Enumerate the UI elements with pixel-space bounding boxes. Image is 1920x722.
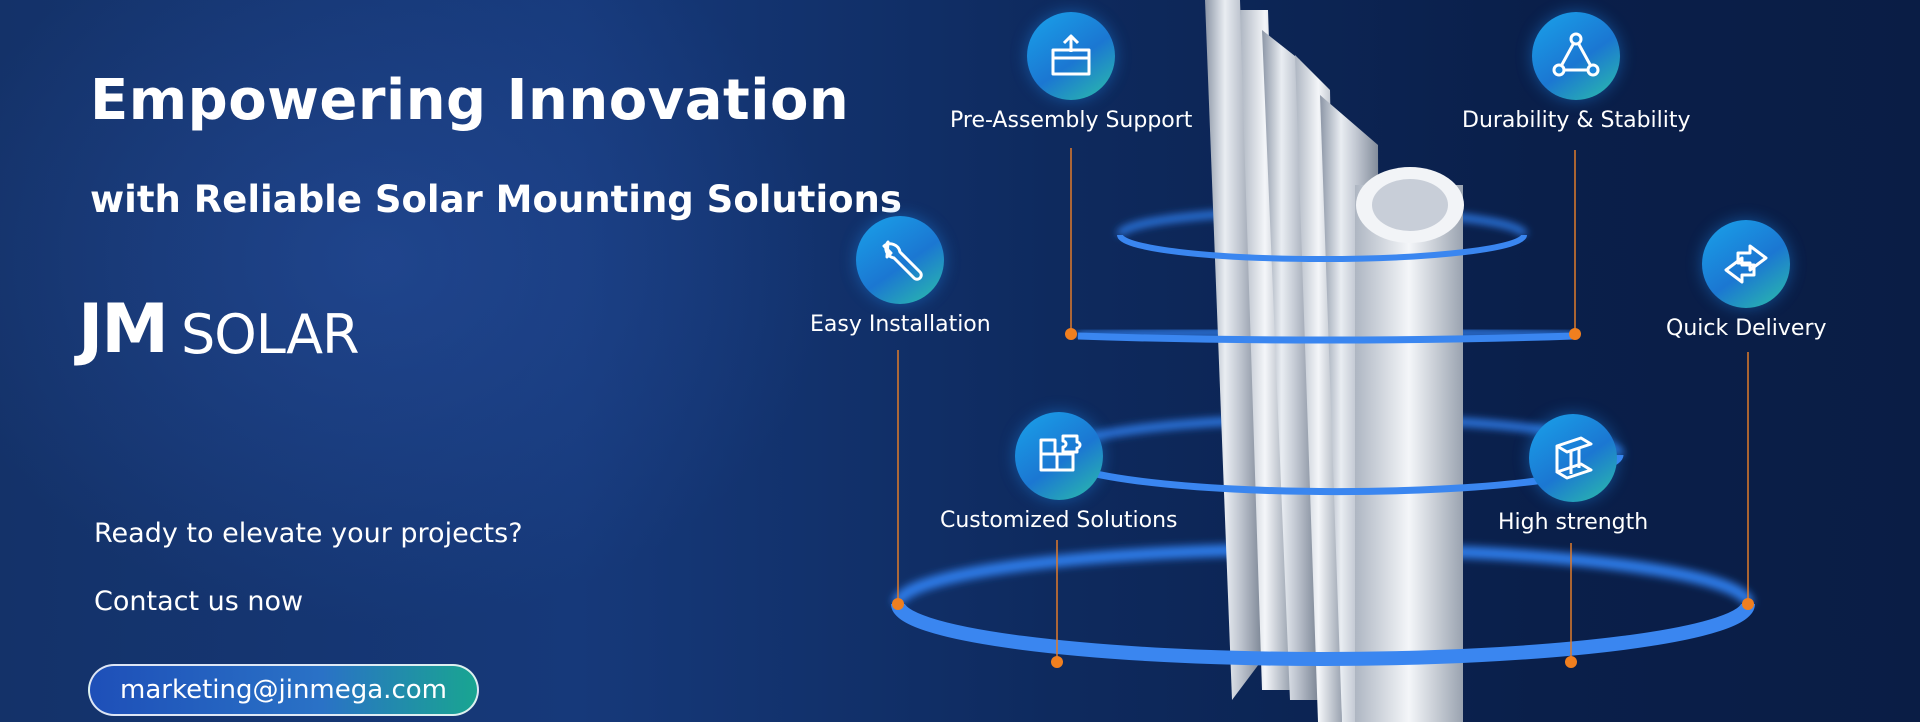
aluminum-profile (1205, 0, 1464, 722)
ring-mid-front (1077, 332, 1575, 344)
hero-title: Empowering Innovation (90, 68, 850, 133)
logo-word: SOLAR (180, 303, 360, 366)
steel-beam-icon (1529, 414, 1618, 502)
feature-easy-installation: Easy Installation (810, 216, 991, 337)
hero-subtitle: with Reliable Solar Mounting Solutions (90, 178, 902, 221)
puzzle-blocks-icon (1014, 412, 1103, 500)
connector-lines (897, 148, 1749, 662)
company-logo: JM SOLAR (78, 290, 360, 369)
feature-label: Pre-Assembly Support (950, 108, 1193, 133)
ring-top-front (1117, 234, 1527, 262)
feature-durability: Durability & Stability (1462, 12, 1691, 133)
logo-mark: JM (78, 290, 169, 369)
box-upload-icon (1027, 12, 1116, 100)
cta-question: Ready to elevate your projects? (94, 518, 523, 549)
feature-quick-delivery: Quick Delivery (1666, 220, 1827, 341)
ring-base-front (891, 603, 1755, 666)
feature-high-strength: High strength (1498, 414, 1648, 535)
feature-pre-assembly: Pre-Assembly Support (950, 12, 1192, 133)
triangle-nodes-icon (1532, 12, 1621, 100)
feature-label: Easy Installation (810, 312, 991, 337)
feature-label: Durability & Stability (1462, 108, 1691, 133)
feature-label: High strength (1498, 510, 1649, 535)
feature-label: Quick Delivery (1666, 316, 1827, 341)
wrench-icon (856, 216, 945, 304)
connector-dots (892, 328, 1754, 668)
feature-label: Customized Solutions (940, 508, 1178, 533)
feature-customized: Customized Solutions (940, 412, 1178, 533)
cta-contact: Contact us now (94, 586, 304, 617)
email-button[interactable]: marketing@jinmega.com (88, 664, 479, 716)
exchange-arrows-icon (1702, 220, 1791, 308)
